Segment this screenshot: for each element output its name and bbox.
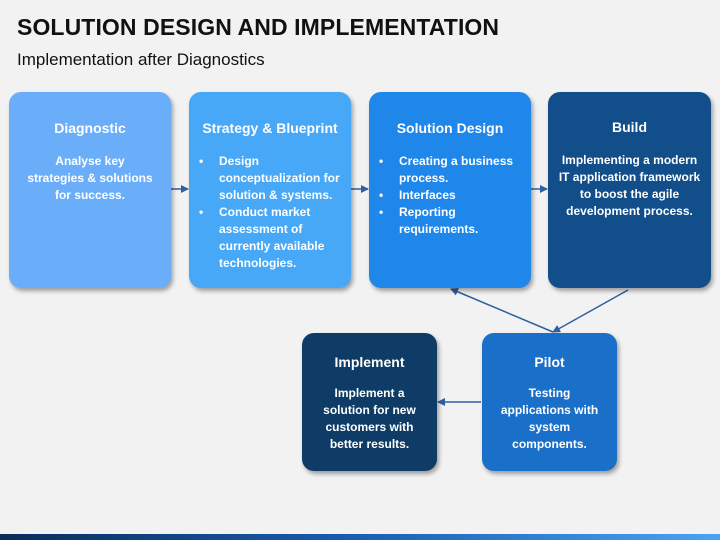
bullet-item: Design conceptualization for solution & … [199, 153, 341, 204]
step-implement: Implement Implement a solution for new c… [302, 333, 437, 471]
step-strategy-blueprint: Strategy & Blueprint Design conceptualiz… [189, 92, 351, 288]
step-pilot: Pilot Testing applications with system c… [482, 333, 617, 471]
arrow-build-to-pilot [552, 289, 629, 333]
step-strategy-title: Strategy & Blueprint [202, 120, 338, 136]
step-build-text: Implementing a modern IT application fra… [558, 153, 701, 218]
step-diagnostic-text: Analyse key strategies & solutions for s… [27, 154, 153, 202]
arrow-pilot-to-solution [450, 288, 554, 333]
step-diagnostic-title: Diagnostic [54, 120, 126, 136]
step-solution-design: Solution Design Creating a business proc… [369, 92, 531, 288]
step-pilot-text: Testing applications with system compone… [500, 386, 599, 451]
page-title: SOLUTION DESIGN AND IMPLEMENTATION [17, 14, 500, 40]
step-strategy-bullets: Design conceptualization for solution & … [199, 153, 341, 272]
bullet-item: Interfaces [379, 187, 523, 204]
bullet-item: Conduct market assessment of currently a… [199, 204, 341, 272]
step-build-title: Build [612, 119, 647, 135]
bottom-accent-bar [0, 534, 720, 540]
page-subtitle: Implementation after Diagnostics [17, 50, 265, 69]
bullet-item: Reporting requirements. [379, 204, 523, 238]
bullet-item: Creating a business process. [379, 153, 523, 187]
step-implement-text: Implement a solution for new customers w… [323, 386, 416, 451]
step-build: Build Implementing a modern IT applicati… [548, 92, 711, 288]
step-solution-bullets: Creating a business process. Interfaces … [379, 153, 523, 238]
step-solution-title: Solution Design [396, 120, 504, 136]
step-diagnostic: Diagnostic Analyse key strategies & solu… [9, 92, 171, 288]
step-implement-title: Implement [334, 354, 405, 370]
step-pilot-title: Pilot [534, 354, 565, 370]
